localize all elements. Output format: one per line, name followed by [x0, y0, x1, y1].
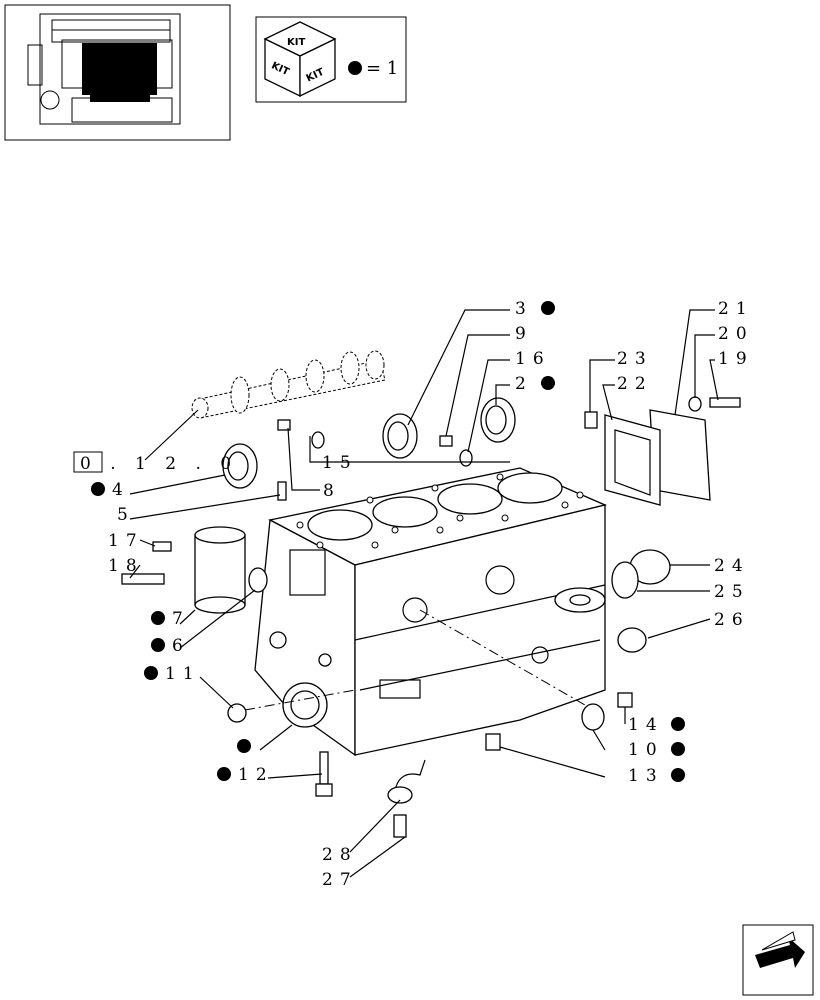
bushing-part-4 — [222, 443, 258, 489]
callout-18: 18 — [108, 556, 144, 576]
callout-labels: 3 9 16 2 15 8 4 5 17 18 7 6 11 12 28 27 21 20 19 23 22 24 25 26… — [91, 299, 754, 890]
stud-part-17 — [152, 541, 172, 552]
bushing-part-3 — [382, 413, 418, 459]
seal-part-25 — [611, 561, 639, 599]
kit-equals-label: = 1 — [366, 58, 398, 79]
callout-19: 19 — [718, 349, 754, 369]
washer-part-15 — [311, 431, 325, 449]
bolt-part-19 — [709, 397, 741, 408]
bore-axis-line — [244, 689, 356, 711]
kit-bullet-icon — [671, 742, 685, 756]
engine-thumbnail-icon[interactable] — [4, 4, 231, 141]
next-page-arrow-icon[interactable] — [742, 924, 814, 996]
callout-26: 26 — [714, 610, 750, 630]
kit-legend: KIT KIT KIT = 1 — [255, 16, 407, 103]
plug-part-13 — [485, 733, 501, 751]
plug-part-23 — [584, 411, 598, 429]
dowel-part-5 — [277, 481, 287, 501]
callout-15: 15 — [322, 453, 358, 473]
callout-6: 6 — [172, 636, 190, 656]
callout-5: 5 — [117, 505, 135, 525]
plug-part-8 — [277, 419, 291, 431]
callout-3: 3 — [515, 299, 533, 319]
cylinder-liner-part-7 — [194, 526, 246, 614]
reference-label[interactable]: 0 . 1 2 . 0 — [80, 454, 238, 474]
kit-bullet-icon — [541, 301, 555, 315]
bolt-part-12 — [315, 751, 333, 797]
bolt-part-27 — [393, 814, 407, 838]
callout-9: 9 — [515, 324, 533, 344]
callout-14: 14 — [628, 715, 664, 735]
washer-part-16 — [459, 449, 473, 467]
engine-block — [254, 467, 608, 757]
kit-bullet-icon — [144, 666, 158, 680]
stud-part-18 — [121, 573, 165, 585]
washer-part-20 — [688, 396, 702, 412]
kit-bullet-icon — [151, 611, 165, 625]
callout-21: 21 — [718, 299, 754, 319]
seal-part-10 — [581, 703, 605, 731]
callout-23: 23 — [617, 349, 653, 369]
cam-axis-line — [419, 609, 586, 706]
callout-4: 4 — [112, 480, 130, 500]
oil-pipe-part-28 — [387, 759, 426, 804]
callout-16: 16 — [515, 349, 551, 369]
callout-20: 20 — [718, 324, 754, 344]
cap-part-11 — [227, 703, 247, 723]
kit-bullet-icon — [671, 717, 685, 731]
callout-7: 7 — [172, 609, 190, 629]
plug-part-9 — [439, 435, 453, 447]
kit-bullet-icon — [151, 638, 165, 652]
callout-17: 17 — [108, 531, 144, 551]
kit-bullet-icon — [237, 739, 251, 753]
callout-25: 25 — [714, 582, 750, 602]
gasket-part-22 — [604, 414, 661, 506]
bushing-part-2 — [480, 397, 516, 443]
kit-bullet-icon — [348, 61, 362, 75]
kit-top-label: KIT — [287, 37, 305, 48]
callout-28: 28 — [322, 845, 358, 865]
callout-24: 24 — [714, 556, 750, 576]
kit-bullet-icon — [671, 768, 685, 782]
kit-bullet-icon — [91, 482, 105, 496]
callout-27: 27 — [322, 870, 358, 890]
callout-2: 2 — [515, 374, 533, 394]
kit-bullet-icon — [217, 767, 231, 781]
kit-bullet-icon — [541, 376, 555, 390]
callout-22: 22 — [617, 374, 653, 394]
plug-part-6 — [248, 567, 268, 593]
leader-lines — [129, 309, 719, 878]
callout-10: 10 — [628, 740, 664, 760]
callout-8: 8 — [323, 481, 341, 501]
plug-part-14 — [617, 692, 633, 708]
kit-cube-icon: KIT KIT KIT — [263, 21, 337, 98]
callout-12: 12 — [238, 765, 274, 785]
callout-11: 11 — [165, 664, 201, 684]
camshaft-ghost — [191, 350, 386, 419]
reference-link[interactable]: 0 . 1 2 . 0 — [73, 451, 238, 474]
plug-part-26 — [617, 627, 647, 653]
callout-13: 13 — [628, 766, 664, 786]
